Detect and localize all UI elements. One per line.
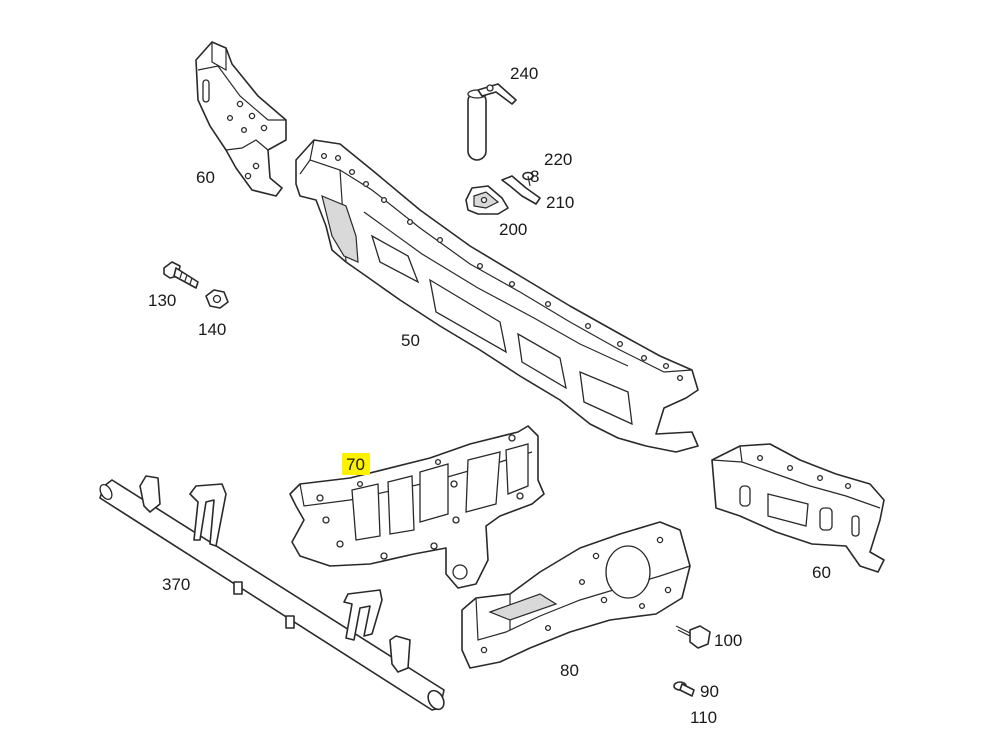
- callout-90[interactable]: 90: [700, 682, 719, 701]
- part-210-clip: [501, 175, 541, 205]
- part-370-tube: [99, 475, 445, 711]
- part-90-fastener: [673, 681, 695, 697]
- callout-240[interactable]: 240: [510, 64, 538, 83]
- callout-70[interactable]: 70: [342, 453, 370, 475]
- part-140-nut: [205, 289, 229, 309]
- callout-240-label: 240: [510, 64, 538, 83]
- callout-50-label: 50: [401, 331, 420, 350]
- callout-110[interactable]: 110: [690, 708, 717, 727]
- callout-90-label: 90: [700, 682, 719, 701]
- callout-110-label: 110: [690, 708, 717, 727]
- callout-210-label: 210: [546, 193, 574, 212]
- part-200-clip: [465, 185, 509, 215]
- panel-holes: [316, 434, 524, 560]
- callout-8[interactable]: 8: [530, 167, 539, 186]
- part-130-bolt: [163, 261, 199, 289]
- callout-50[interactable]: 50: [401, 331, 420, 350]
- cross-member-holes: [320, 152, 684, 382]
- callout-80[interactable]: 80: [560, 661, 579, 680]
- part-100-bolt: [675, 625, 711, 649]
- callout-labels: 240 220 8 210 200 60 130 140 50 70: [148, 64, 831, 727]
- part-70-panel: [289, 425, 545, 589]
- callout-80-label: 80: [560, 661, 579, 680]
- callout-60-top-label: 60: [196, 168, 215, 187]
- callout-370[interactable]: 370: [162, 575, 190, 594]
- callout-60-right[interactable]: 60: [812, 563, 831, 582]
- part-60-right-bracket: [711, 443, 885, 573]
- callout-140-label: 140: [198, 320, 226, 339]
- part-50-cross-member: [295, 139, 699, 453]
- part-8-screw: [522, 171, 534, 187]
- callout-70-highlight: [342, 453, 370, 475]
- callout-70-label: 70: [346, 455, 365, 474]
- callout-200[interactable]: 200: [499, 220, 527, 239]
- callout-100-label: 100: [714, 631, 742, 650]
- part-240-pin: [467, 83, 517, 161]
- callout-130-label: 130: [148, 291, 176, 310]
- part-60-top-bracket: [195, 41, 287, 197]
- callout-8-label: 8: [530, 167, 539, 186]
- callout-60-top[interactable]: 60: [196, 168, 215, 187]
- callout-130[interactable]: 130: [148, 291, 176, 310]
- callout-100[interactable]: 100: [714, 631, 742, 650]
- bracket-holes: [480, 536, 672, 654]
- part-80-bracket: [461, 521, 691, 669]
- callout-200-label: 200: [499, 220, 527, 239]
- callout-370-label: 370: [162, 575, 190, 594]
- callout-220-label: 220: [544, 150, 572, 169]
- callout-60-right-label: 60: [812, 563, 831, 582]
- callout-210[interactable]: 210: [546, 193, 574, 212]
- callout-220[interactable]: 220: [544, 150, 572, 169]
- callout-140[interactable]: 140: [198, 320, 226, 339]
